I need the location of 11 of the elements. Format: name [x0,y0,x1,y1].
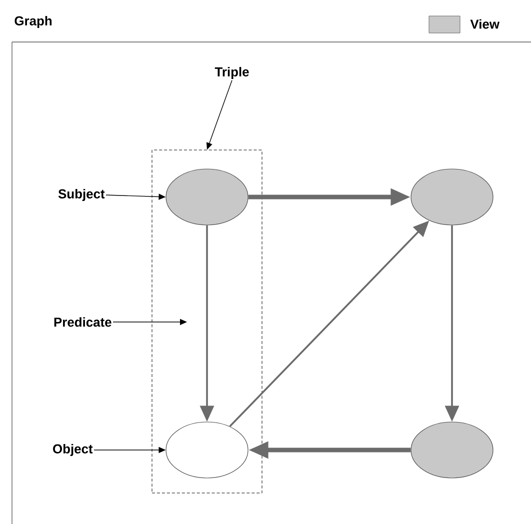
callout-label: Predicate [54,317,112,327]
ellipse [166,168,248,226]
callout-label: Triple [214,66,249,80]
panel-title: Graph [14,16,52,28]
callout-label: Subject [58,188,105,202]
ellipse [410,422,494,478]
ellipse [410,168,494,226]
callout-label: Object [53,444,93,456]
dashed-box [152,150,262,494]
legend-label: View [470,19,500,29]
ellipse [166,422,248,478]
